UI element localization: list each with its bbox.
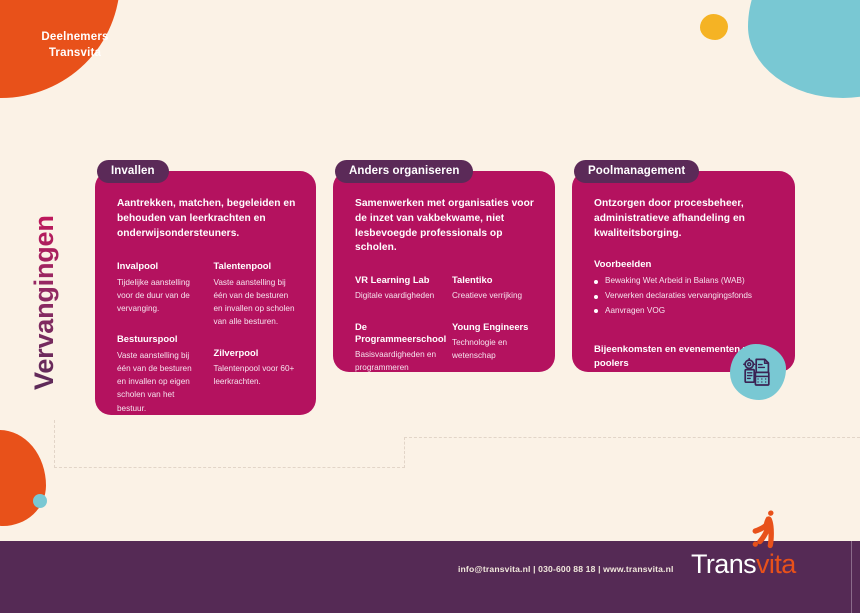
- pool-item-title: Invalpool: [117, 260, 159, 272]
- logo-text-trans: Trans: [691, 549, 757, 579]
- partner-item-young-engineers: Young Engineers Technologie en wetenscha…: [452, 321, 537, 363]
- teal-blob-top-right: [748, 0, 860, 98]
- list-item: Verwerken declaraties vervangingsfonds: [594, 290, 777, 303]
- partner-item-de-programmeerschool: De Programmeerschool Basisvaardigheden e…: [355, 320, 447, 375]
- list-item: Bewaking Wet Arbeid in Balans (WAB): [594, 275, 777, 288]
- card-header-pill-invallen: Invallen: [97, 160, 169, 183]
- page-footer: [0, 541, 860, 613]
- pool-item-title: Talentenpool: [213, 260, 272, 272]
- card-header-pill-poolmanagement: Poolmanagement: [574, 160, 700, 183]
- deelnemers-badge: Deelnemers Transvita: [20, 30, 130, 61]
- orange-blob-bottom-left: [0, 430, 46, 526]
- card-anders-organiseren-column-1: VR Learning Lab Digitale vaardigheden De…: [355, 274, 447, 375]
- card-invallen: Aantrekken, matchen, begeleiden en behou…: [95, 171, 316, 415]
- card-anders-organiseren-content: Samenwerken met organisaties voor de inz…: [333, 171, 555, 389]
- partner-item-body: Basisvaardigheden en programmeren: [355, 350, 437, 373]
- list-item: Aanvragen VOG: [594, 305, 777, 318]
- card-header-pill-anders-organiseren: Anders organiseren: [335, 160, 474, 183]
- document-settings-icon-badge: [730, 344, 786, 400]
- partner-item-body: Creatieve verrijking: [452, 291, 523, 301]
- card-invallen-columns: Invalpool Tijdelijke aanstelling voor de…: [117, 260, 298, 415]
- card-invallen-column-2: Talentenpool Vaste aanstelling bij één v…: [214, 260, 299, 415]
- card-invallen-content: Aantrekken, matchen, begeleiden en behou…: [95, 171, 316, 429]
- transvita-wordmark: Transvita: [691, 551, 796, 578]
- poolmanagement-closing-text: Bijeenkomsten en evenementen voor pooler…: [594, 344, 764, 370]
- jumping-person-icon: [745, 507, 785, 555]
- logo-text-vita: vita: [756, 549, 796, 579]
- card-anders-organiseren-column-2: Talentiko Creatieve verrijking Young Eng…: [452, 274, 537, 375]
- pool-item-bestuurspool: Bestuurspool Vaste aanstelling bij één v…: [117, 333, 202, 415]
- teal-dot-decoration: [33, 494, 47, 508]
- footer-contact-info[interactable]: info@transvita.nl | 030-600 88 18 | www.…: [458, 564, 674, 574]
- card-anders-organiseren-columns: VR Learning Lab Digitale vaardigheden De…: [355, 274, 537, 375]
- transvita-logo[interactable]: Transvita: [691, 510, 796, 585]
- pool-item-invalpool: Invalpool Tijdelijke aanstelling voor de…: [117, 260, 202, 315]
- card-invallen-column-1: Invalpool Tijdelijke aanstelling voor de…: [117, 260, 202, 415]
- pool-item-body: Vaste aanstelling bij één van de besture…: [213, 277, 295, 327]
- pool-item-zilverpool: Zilverpool Talentenpool voor 60+ leerkra…: [214, 347, 299, 389]
- pool-item-body: Tijdelijke aanstelling voor de duur van …: [117, 277, 190, 314]
- dashed-connector-horizontal-lower: [54, 467, 405, 468]
- card-poolmanagement: Ontzorgen door procesbeheer, administrat…: [572, 171, 795, 372]
- pool-item-talentenpool: Talentenpool Vaste aanstelling bij één v…: [214, 260, 299, 328]
- voorbeelden-heading: Voorbeelden: [594, 259, 652, 271]
- card-poolmanagement-content: Ontzorgen door procesbeheer, administrat…: [572, 171, 795, 385]
- partner-item-vr-learning-lab: VR Learning Lab Digitale vaardigheden: [355, 274, 440, 303]
- dashed-connector-vertical-step: [404, 437, 405, 468]
- card-anders-organiseren-lede: Samenwerken met organisaties voor de inz…: [355, 198, 534, 254]
- partner-item-talentiko: Talentiko Creatieve verrijking: [452, 274, 537, 303]
- card-poolmanagement-lede: Ontzorgen door procesbeheer, administrat…: [594, 198, 745, 239]
- footer-vertical-rule: [851, 541, 852, 613]
- partner-item-title: VR Learning Lab: [355, 274, 430, 286]
- yellow-dot-decoration: [700, 14, 728, 40]
- dashed-connector-vertical-left: [54, 420, 55, 468]
- section-title-vervangingen: Vervangingen: [29, 170, 60, 390]
- deelnemers-badge-line2: Transvita: [48, 46, 102, 59]
- partner-item-title: Talentiko: [452, 274, 493, 286]
- pool-item-body: Talentenpool voor 60+ leerkrachten.: [213, 363, 295, 387]
- partner-item-body: Technologie en wetenschap: [452, 337, 508, 361]
- pool-item-title: Zilverpool: [213, 346, 259, 358]
- dashed-connector-horizontal-upper: [404, 437, 860, 438]
- voorbeelden-list: Bewaking Wet Arbeid in Balans (WAB) Verw…: [594, 275, 777, 317]
- deelnemers-badge-line1: Deelnemers: [41, 31, 109, 43]
- pool-item-body: Vaste aanstelling bij één van de besture…: [117, 350, 192, 413]
- card-anders-organiseren: Samenwerken met organisaties voor de inz…: [333, 171, 555, 372]
- card-invallen-lede: Aantrekken, matchen, begeleiden en behou…: [117, 198, 296, 239]
- partner-item-title: De Programmeerschool: [355, 320, 447, 344]
- partner-item-title: Young Engineers: [452, 320, 529, 332]
- pool-item-title: Bestuurspool: [117, 333, 178, 345]
- document-settings-icon: [743, 357, 770, 386]
- partner-item-body: Digitale vaardigheden: [355, 291, 435, 301]
